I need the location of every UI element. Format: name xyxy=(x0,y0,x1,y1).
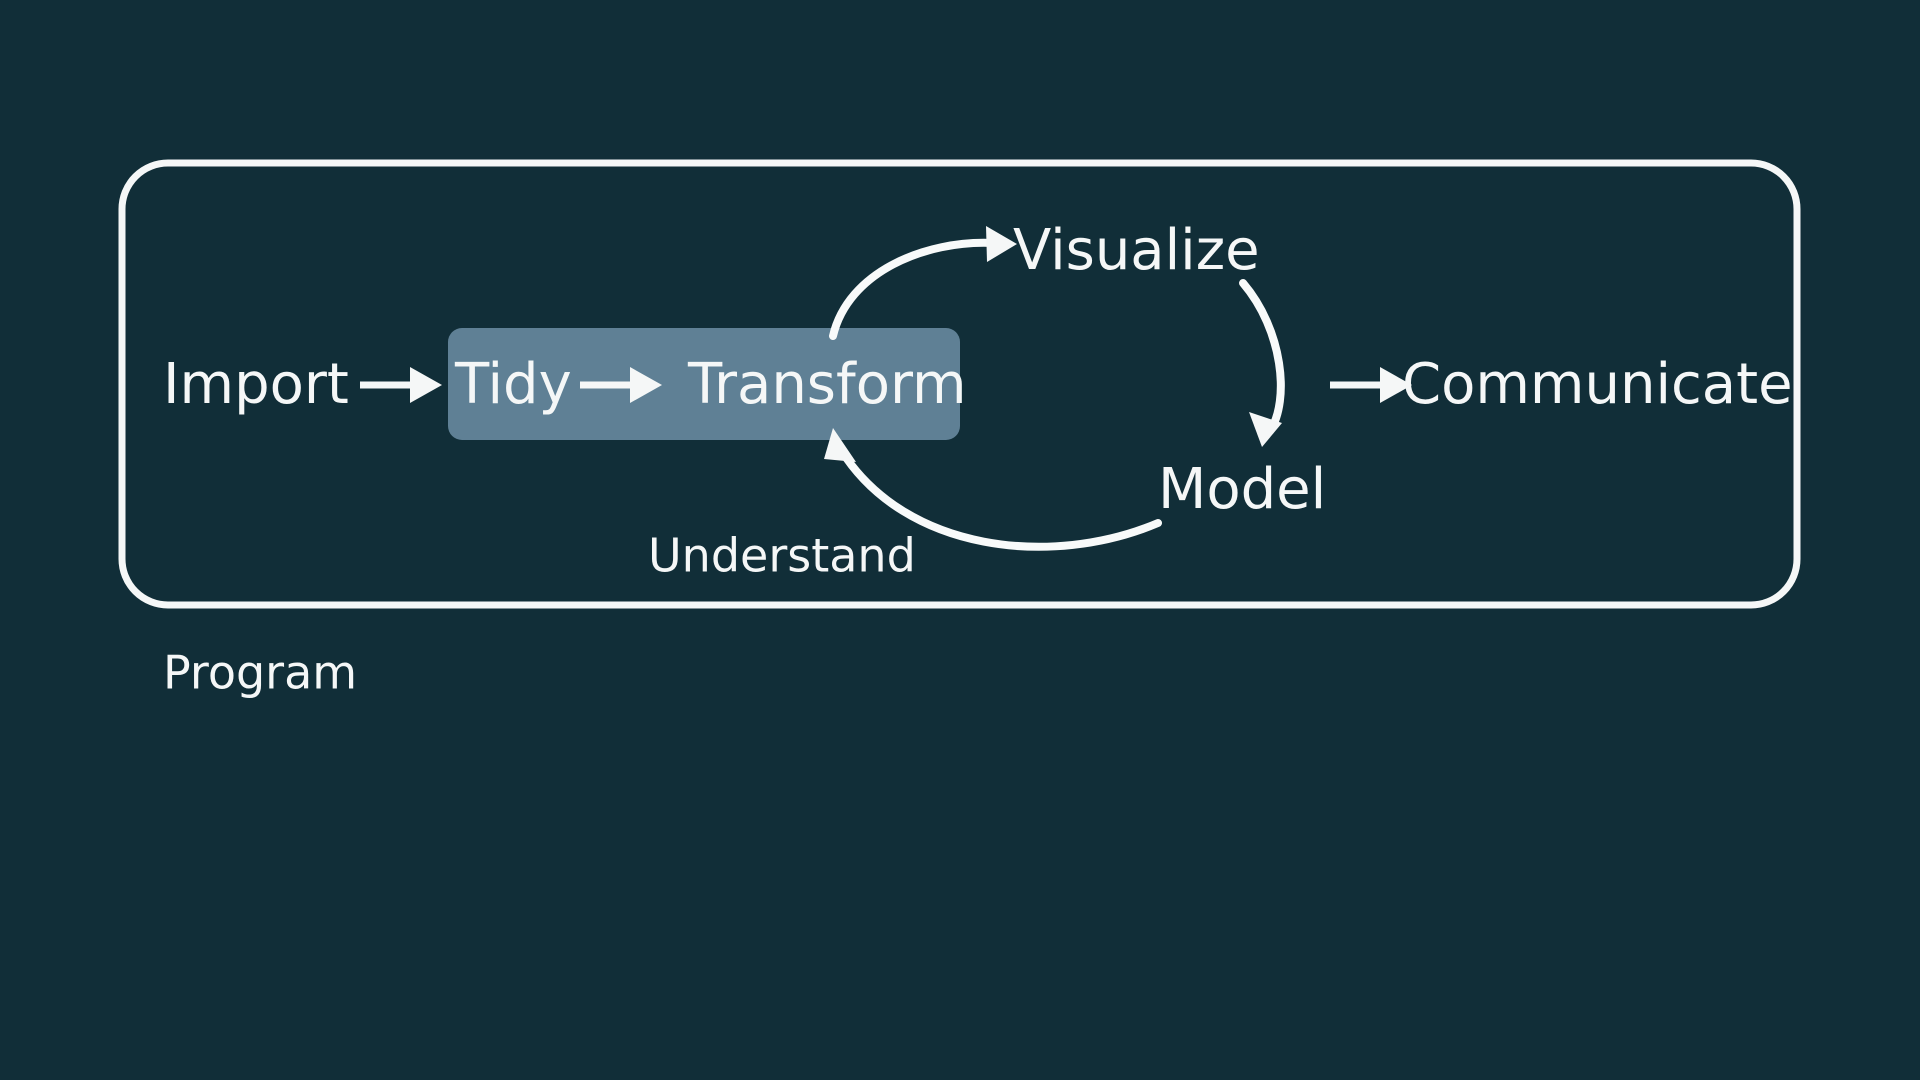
node-visualize[interactable]: Visualize xyxy=(1013,218,1260,283)
node-tidy[interactable]: Tidy xyxy=(454,352,572,417)
arrow-model-to-transform xyxy=(824,428,1162,551)
node-communicate[interactable]: Communicate xyxy=(1402,352,1793,417)
arrow-tidy-to-transform xyxy=(580,367,662,403)
program-frame xyxy=(118,159,1801,609)
arrow-transform-to-visualize xyxy=(829,226,1017,340)
node-import[interactable]: Import xyxy=(163,352,349,417)
arrow-model-to-communicate xyxy=(1330,367,1412,403)
arrow-import-to-tidy xyxy=(360,367,442,403)
edge-label-understand: Understand xyxy=(648,529,916,583)
frame-label-program: Program xyxy=(163,646,357,700)
arrow-visualize-to-model xyxy=(1239,279,1285,447)
wrangle-highlight-box xyxy=(448,328,960,440)
node-model[interactable]: Model xyxy=(1158,457,1326,522)
node-transform[interactable]: Transform xyxy=(687,352,967,417)
